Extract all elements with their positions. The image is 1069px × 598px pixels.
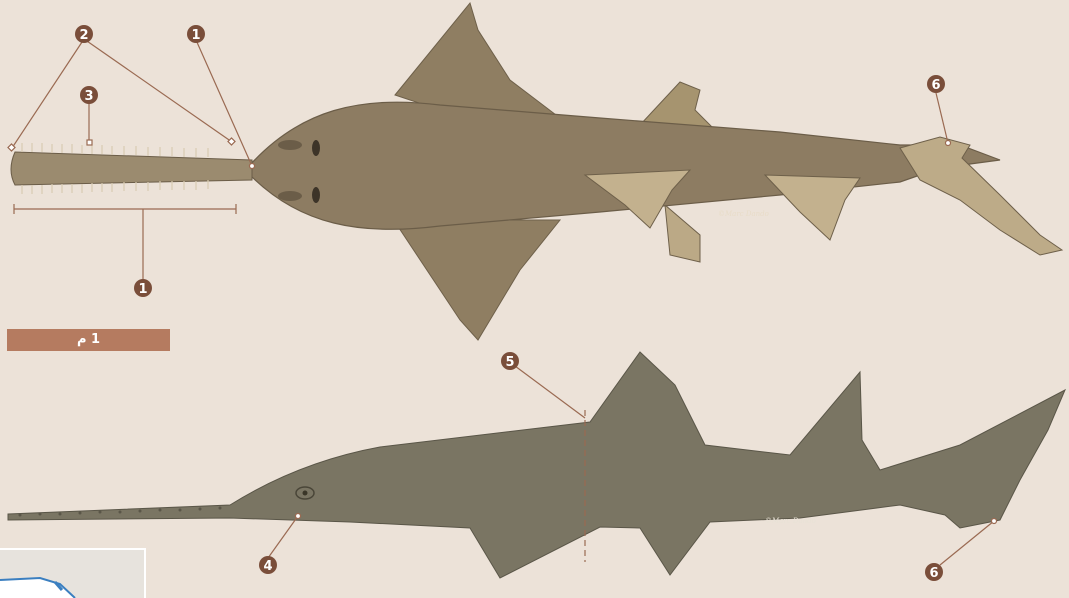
svg-text:1: 1: [138, 282, 147, 297]
pectoral-fin-lower: [395, 220, 560, 340]
sawfish-side-view: ©Marc Dando: [8, 352, 1065, 578]
scale-bar: 1 م: [7, 329, 170, 351]
svg-text:6: 6: [929, 566, 938, 581]
svg-text:6: 6: [931, 78, 940, 93]
svg-text:5: 5: [505, 355, 514, 370]
callout-rostrum-length: 1: [134, 279, 152, 297]
pelvic-fin: [665, 205, 700, 262]
svg-text:2: 2: [79, 28, 88, 43]
callout-rostral-tooth: 3: [80, 86, 98, 104]
credit-top: ©Marc Dando: [718, 210, 769, 218]
callout-tail-top: 6: [927, 75, 945, 93]
spiracle-lower: [312, 187, 320, 203]
eye-side-pupil: [303, 491, 308, 496]
dorsal-fin-third: [765, 175, 860, 240]
body-side: [8, 352, 1065, 578]
credit-side: ©Marc Dando: [765, 517, 816, 525]
eye-upper: [278, 140, 302, 150]
svg-text:4: 4: [263, 559, 272, 574]
body-top: [250, 102, 1000, 229]
callout-rostrum-tip: 2: [75, 25, 93, 43]
map-inset-coastline: [0, 550, 146, 598]
svg-text:3: 3: [84, 89, 93, 104]
rostrum-top: [11, 152, 252, 185]
callout-dorsal-fin-position: 5: [501, 352, 519, 370]
callout-rostrum-base-top: 1: [187, 25, 205, 43]
eye-lower: [278, 191, 302, 201]
callout-mouth: 4: [259, 556, 277, 574]
svg-text:1: 1: [191, 28, 200, 43]
map-inset: [0, 548, 146, 598]
spiracle-upper: [312, 140, 320, 156]
callout-tail-side: 6: [925, 563, 943, 581]
sawfish-top-view: ©Marc Dando: [11, 3, 1062, 340]
